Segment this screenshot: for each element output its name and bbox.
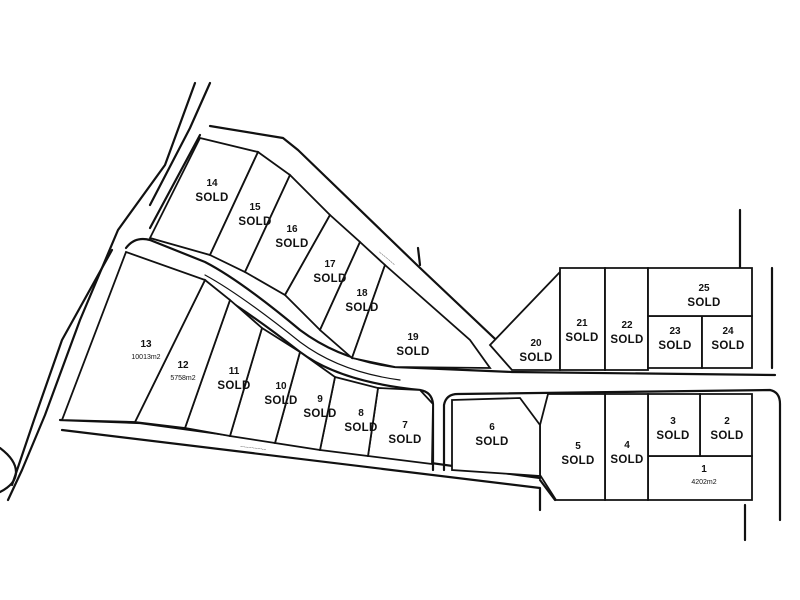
lot-labels: 14202m22SOLD3SOLD4SOLD5SOLD6SOLD7SOLD8SO…	[131, 178, 744, 486]
lot-25-number: 25	[698, 283, 710, 294]
lot-7-number: 7	[402, 420, 408, 431]
lot-6-parcel[interactable]	[451, 397, 541, 477]
lot-13-parcel[interactable]	[60, 250, 207, 423]
road-stub	[416, 246, 422, 267]
lot-6-number: 6	[489, 422, 495, 433]
lot-15-number: 15	[249, 202, 261, 213]
lot-11-status: SOLD	[217, 380, 250, 392]
lot-14-number: 14	[206, 178, 218, 189]
lot-24-status: SOLD	[711, 340, 744, 352]
lot-9-number: 9	[317, 394, 323, 405]
lot-16-number: 16	[286, 224, 298, 235]
lot-1-parcel[interactable]	[647, 455, 753, 501]
lot-19-parcel[interactable]	[350, 263, 492, 369]
internal-road-centerline	[204, 274, 401, 381]
lot-21-number: 21	[576, 318, 588, 329]
western-road-edge-inner	[148, 81, 212, 207]
western-road-edge-lower	[10, 248, 114, 487]
lot-8-number: 8	[358, 408, 364, 419]
southern-road-bottom-edge	[60, 428, 542, 512]
lot-23-status: SOLD	[658, 340, 691, 352]
lot-5-number: 5	[575, 441, 581, 452]
lot-18-number: 18	[356, 288, 368, 299]
lot-11-number: 11	[229, 366, 240, 377]
lot-5-parcel[interactable]	[539, 393, 606, 501]
lot-22-number: 22	[621, 320, 633, 331]
lot-7-status: SOLD	[388, 434, 421, 446]
north-road-top-edge	[208, 124, 514, 357]
lot-25-status: SOLD	[687, 297, 720, 309]
north-road-bottom-edge	[148, 133, 202, 230]
lot-1-number: 1	[701, 464, 707, 475]
western-road-edge-outer	[6, 81, 197, 502]
lot-2-number: 2	[724, 416, 730, 427]
roundabout-arc	[0, 446, 18, 494]
lot-7-parcel[interactable]	[366, 387, 434, 466]
lot-10-number: 10	[275, 381, 287, 392]
lot-3-status: SOLD	[656, 430, 689, 442]
lot-5-status: SOLD	[561, 455, 594, 467]
east-road-south-edge	[442, 388, 782, 522]
lot-14-status: SOLD	[195, 192, 228, 204]
lot-19-number: 19	[407, 332, 419, 343]
lot-10-status: SOLD	[264, 395, 297, 407]
lot-4-status: SOLD	[610, 454, 643, 466]
lot-15-status: SOLD	[238, 216, 271, 228]
road-label-south: ~~~~~~~~~	[240, 444, 267, 453]
lot-17-status: SOLD	[313, 273, 346, 285]
lot-18-status: SOLD	[345, 302, 378, 314]
lot-1-area: 4202m2	[691, 479, 716, 486]
lot-22-parcel[interactable]	[604, 267, 649, 371]
lot-16-status: SOLD	[275, 238, 308, 250]
lot-21-status: SOLD	[565, 332, 598, 344]
lot-24-number: 24	[722, 326, 734, 337]
lot-3-number: 3	[670, 416, 676, 427]
lot-13-number: 13	[140, 339, 152, 350]
southern-road-end	[538, 478, 557, 502]
lot-13-area: 10013m2	[131, 354, 160, 361]
lot-20-number: 20	[530, 338, 542, 349]
lot-2-status: SOLD	[710, 430, 743, 442]
lot-23-number: 23	[669, 326, 681, 337]
lot-19-status: SOLD	[396, 346, 429, 358]
lot-9-status: SOLD	[303, 408, 336, 420]
lot-20-status: SOLD	[519, 352, 552, 364]
lot-8-status: SOLD	[344, 422, 377, 434]
lot-17-number: 17	[324, 259, 336, 270]
lot-4-number: 4	[624, 440, 630, 451]
lot-12-area: 5758m2	[170, 375, 195, 382]
lot-12-number: 12	[177, 360, 189, 371]
lot-25-parcel[interactable]	[647, 267, 753, 317]
lot-parcels	[60, 136, 753, 501]
lot-6-status: SOLD	[475, 436, 508, 448]
lot-22-status: SOLD	[610, 334, 643, 346]
